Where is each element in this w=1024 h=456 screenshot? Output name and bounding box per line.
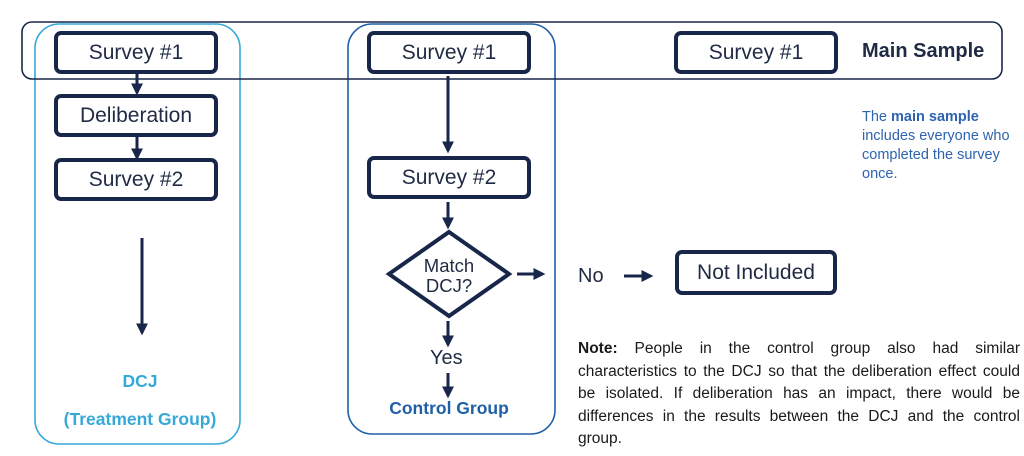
main-survey1-label: Survey #1 [708,40,804,64]
no-label: No [578,265,604,287]
note-bold-label: Note: [578,340,618,357]
note-text: People in the control group also had sim… [578,340,1020,447]
treatment-survey2-label: Survey #2 [88,167,184,191]
control-group-title: Control Group [389,398,509,418]
decision-label: Match DCJ? [423,255,475,296]
not-included-label: Not Included [697,260,815,284]
treatment-group-container [34,23,241,445]
control-survey2-label: Survey #2 [401,165,497,189]
control-survey2-box: Survey #2 [367,156,531,199]
main-sample-band [21,21,1003,80]
note-paragraph: Note: People in the control group also h… [578,338,1020,451]
yes-label: Yes [430,347,463,369]
control-survey1-label: Survey #1 [401,40,497,64]
main-sample-label: Main Sample [862,40,985,62]
control-survey1-box: Survey #1 [367,31,531,74]
not-included-box: Not Included [675,250,837,295]
treatment-survey2-box: Survey #2 [54,158,218,201]
treatment-survey1-label: Survey #1 [88,40,184,64]
treatment-title-line1: DCJ [122,371,158,391]
main-survey1-box: Survey #1 [674,31,838,74]
treatment-survey1-box: Survey #1 [54,31,218,74]
main-sample-info: The main sample includes everyone who co… [862,109,1010,182]
deliberation-label: Deliberation [79,103,193,127]
treatment-title-line2: (Treatment Group) [63,409,217,429]
main-sample-info-bold: main sample [891,109,979,125]
deliberation-box: Deliberation [54,94,218,137]
treatment-group-title: DCJ (Treatment Group) [60,362,220,438]
decision-diamond [385,229,513,319]
control-group-container [347,23,556,435]
